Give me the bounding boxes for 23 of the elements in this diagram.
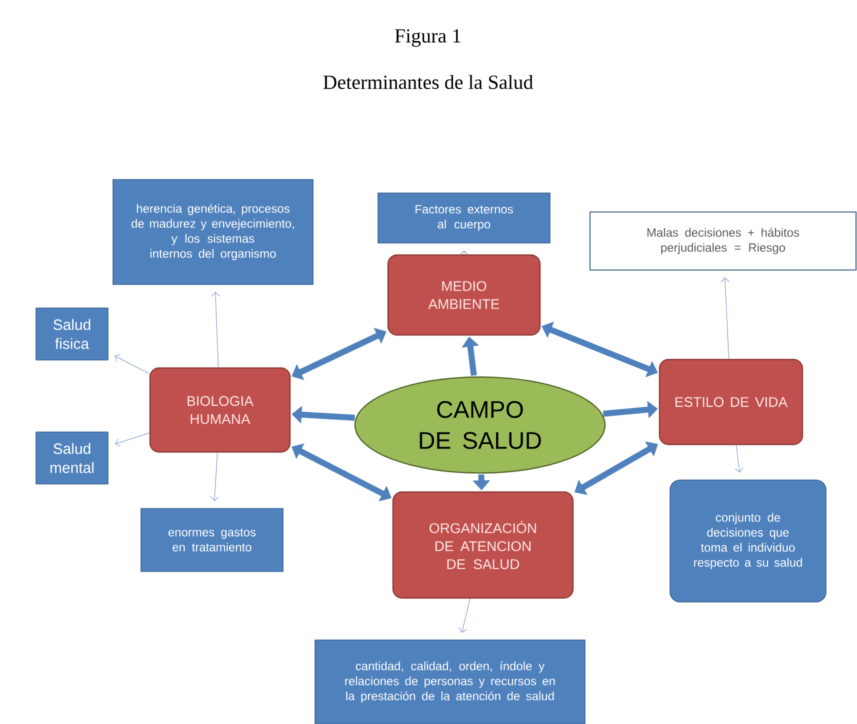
arrow (458, 598, 470, 633)
description-box: Salud fisica (36, 308, 108, 360)
arrow (114, 354, 150, 374)
category-box: MEDIO AMBIENTE (387, 254, 541, 336)
description-box: Factores externos al cuerpo (378, 192, 550, 244)
category-box: ESTILO DE VIDA (658, 358, 804, 446)
description-box: Salud mental (36, 432, 108, 484)
figure-title: Determinantes de la Salud (323, 74, 534, 90)
description-box: conjunto de decisiones que toma el individuo respecto a su salud (670, 480, 826, 602)
arrow (115, 432, 150, 447)
arrow (720, 278, 730, 360)
arrow (460, 250, 468, 256)
description-box: herencia genética, procesos de madurez y envejecimiento, y los sistemas internos del organismo (112, 179, 314, 285)
arrow (734, 444, 744, 473)
arrow (210, 452, 219, 502)
description-box: enormes gastos en tratamiento (140, 508, 284, 572)
arrow (211, 292, 220, 368)
note-box: Malas decisiones + hábitos perjudiciales = Riesgo (590, 212, 856, 270)
figure-number: Figura 1 (394, 29, 460, 47)
double-arrow (574, 441, 658, 495)
category-box: ORGANIZACIÓN DE ATENCION DE SALUD (392, 491, 574, 599)
description-box: cantidad, calidad, orden, índole y relaciones de personas y recursos en la prestación de la atención de salud (314, 640, 586, 724)
category-box: BIOLOGIA HUMANA (149, 367, 291, 453)
